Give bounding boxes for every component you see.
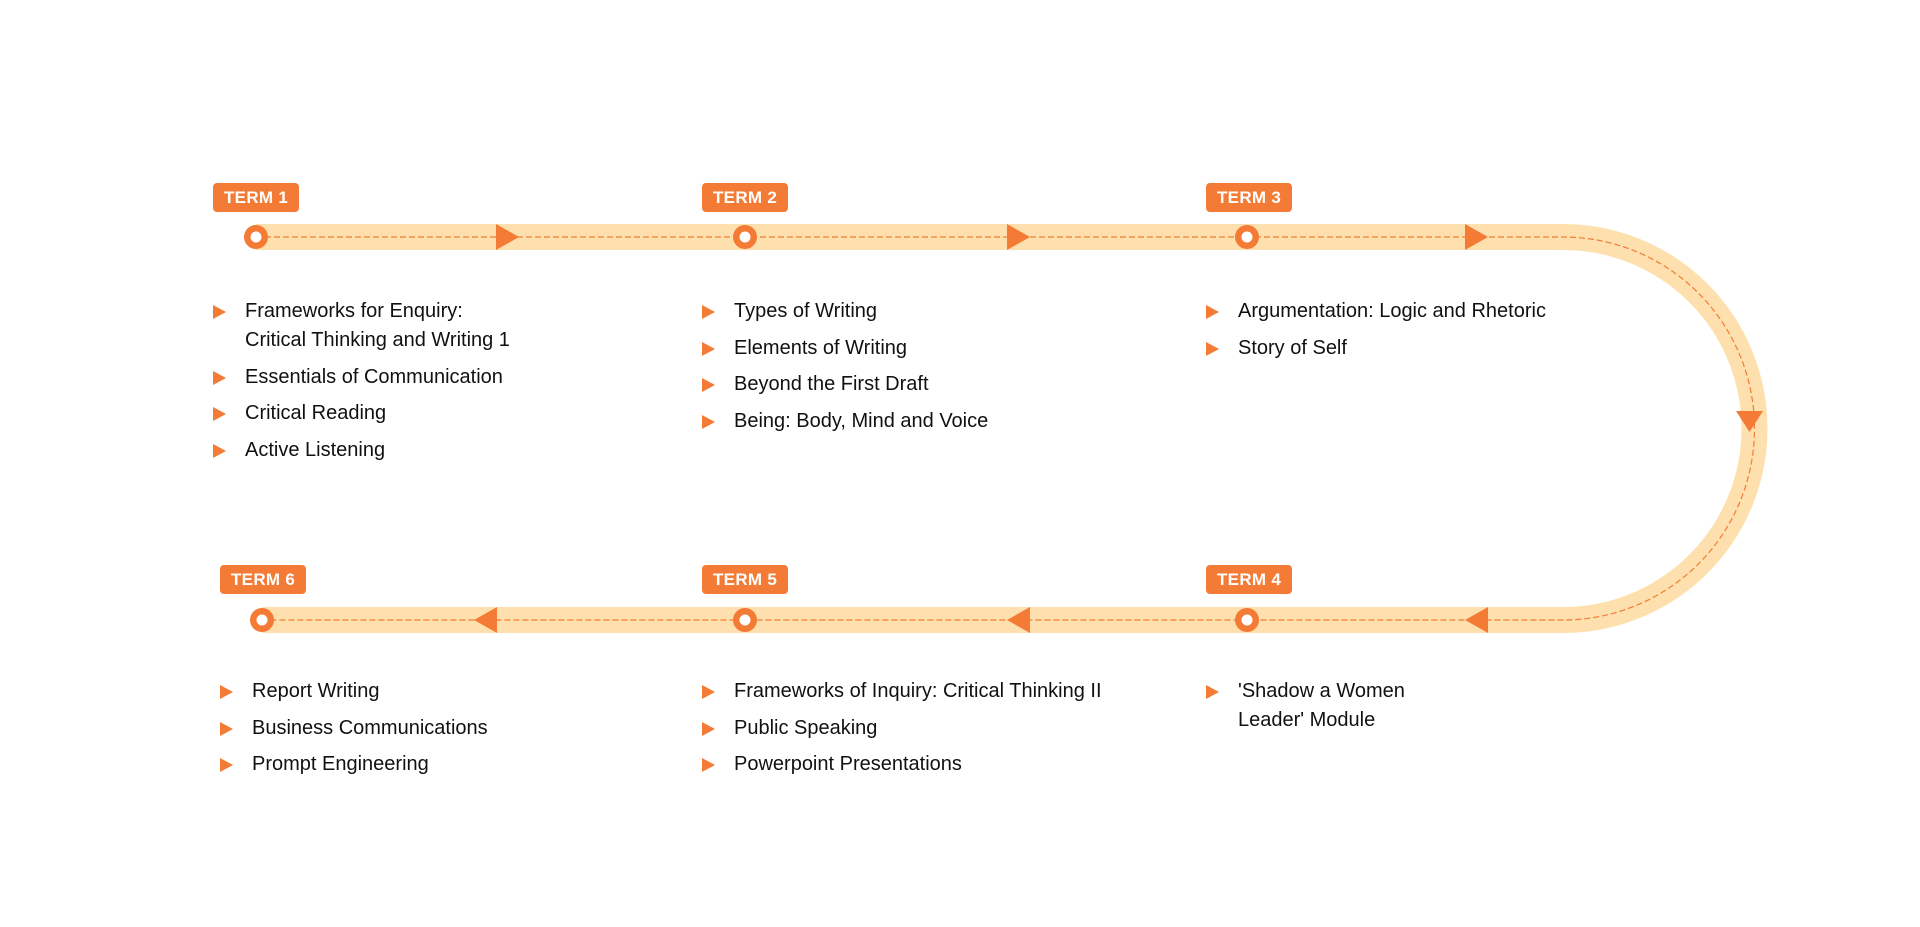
topic-label: 'Shadow a Women Leader' Module: [1238, 680, 1405, 731]
topic-item: Powerpoint Presentations: [702, 750, 1152, 779]
topic-label: Story of Self: [1238, 336, 1347, 359]
term-badge: TERM 4: [1206, 565, 1293, 594]
term-node: [733, 608, 757, 632]
bullet-triangle-icon: [220, 721, 233, 736]
term-topic-list: Frameworks for Enquiry: Critical Thinkin…: [213, 297, 513, 473]
node-inner-circle: [256, 614, 268, 626]
track-dashed-line: [256, 236, 1756, 621]
bullet-triangle-icon: [1206, 685, 1219, 699]
bullet-triangle-icon: [220, 685, 233, 699]
bullet-triangle-icon: [702, 378, 715, 393]
topic-item: Types of Writing: [702, 297, 1102, 326]
topic-label: Elements of Writing: [734, 336, 908, 359]
topic-item: Argumentation: Logic and Rhetoric: [1206, 297, 1606, 326]
topic-item: Business Communications: [220, 714, 620, 743]
term-badge: TERM 3: [1206, 183, 1293, 212]
topic-item: Report Writing: [220, 677, 620, 706]
term-badge: TERM 1: [213, 183, 300, 212]
topic-item: Frameworks for Enquiry: Critical Thinkin…: [213, 297, 513, 355]
term-topic-list: Frameworks of Inquiry: Critical Thinking…: [702, 677, 1152, 787]
arrow-left-icon: [1007, 607, 1030, 633]
topic-item: Beyond the First Draft: [702, 370, 1102, 399]
topic-label: Prompt Engineering: [252, 753, 429, 776]
bullet-triangle-icon: [213, 370, 226, 385]
bullet-triangle-icon: [702, 415, 715, 430]
arrow-right-icon: [1465, 224, 1488, 250]
bullet-triangle-icon: [1206, 305, 1219, 319]
arrow-left-icon: [1465, 607, 1488, 633]
topic-item: Public Speaking: [702, 714, 1152, 743]
topic-label: Beyond the First Draft: [734, 373, 929, 396]
bullet-triangle-icon: [213, 305, 226, 319]
topic-item: Essentials of Communication: [213, 363, 513, 392]
topic-item: Being: Body, Mind and Voice: [702, 407, 1102, 436]
term-badge: TERM 6: [220, 565, 307, 594]
topic-item: Elements of Writing: [702, 334, 1102, 363]
arrow-right-icon: [496, 224, 519, 250]
term-node: [1235, 225, 1259, 249]
topic-label: Active Listening: [245, 439, 386, 462]
term-node: [250, 608, 274, 632]
topic-label: Frameworks of Inquiry: Critical Thinking…: [734, 680, 1102, 702]
topic-item: Critical Reading: [213, 399, 513, 428]
topic-label: Public Speaking: [734, 716, 878, 739]
arrow-right-icon: [1007, 224, 1030, 250]
bullet-triangle-icon: [702, 758, 715, 773]
node-inner-circle: [739, 231, 751, 243]
term-node: [1235, 608, 1259, 632]
bullet-triangle-icon: [702, 721, 715, 736]
bullet-triangle-icon: [702, 341, 715, 356]
topic-item: Frameworks of Inquiry: Critical Thinking…: [702, 677, 1152, 706]
bullet-triangle-icon: [213, 444, 226, 459]
arrow-left-icon: [474, 607, 497, 633]
term-badge: TERM 2: [702, 183, 789, 212]
term-node: [244, 225, 268, 249]
topic-label: Essentials of Communication: [245, 365, 503, 388]
topic-label: Critical Reading: [245, 402, 387, 425]
node-inner-circle: [250, 231, 262, 243]
topic-label: Powerpoint Presentations: [734, 753, 962, 776]
bullet-triangle-icon: [213, 407, 226, 422]
node-inner-circle: [739, 614, 751, 626]
bullet-triangle-icon: [702, 685, 715, 699]
bullet-triangle-icon: [220, 758, 233, 773]
bullet-triangle-icon: [702, 305, 715, 319]
topic-label: Types of Writing: [734, 300, 878, 322]
term-node: [733, 225, 757, 249]
topic-label: Being: Body, Mind and Voice: [734, 410, 989, 433]
node-inner-circle: [1241, 614, 1253, 626]
topic-item: 'Shadow a Women Leader' Module: [1206, 677, 1426, 735]
topic-label: Frameworks for Enquiry: Critical Thinkin…: [245, 300, 510, 351]
topic-item: Prompt Engineering: [220, 750, 620, 779]
topic-label: Business Communications: [252, 716, 488, 739]
term-topic-list: 'Shadow a Women Leader' Module: [1206, 677, 1426, 743]
term-badge: TERM 5: [702, 565, 789, 594]
topic-item: Active Listening: [213, 436, 513, 465]
bullet-triangle-icon: [1206, 341, 1219, 356]
arrow-down-icon: [1736, 411, 1763, 432]
topic-label: Argumentation: Logic and Rhetoric: [1238, 300, 1546, 322]
topic-label: Report Writing: [252, 680, 380, 702]
topic-item: Story of Self: [1206, 334, 1606, 363]
node-inner-circle: [1241, 231, 1253, 243]
